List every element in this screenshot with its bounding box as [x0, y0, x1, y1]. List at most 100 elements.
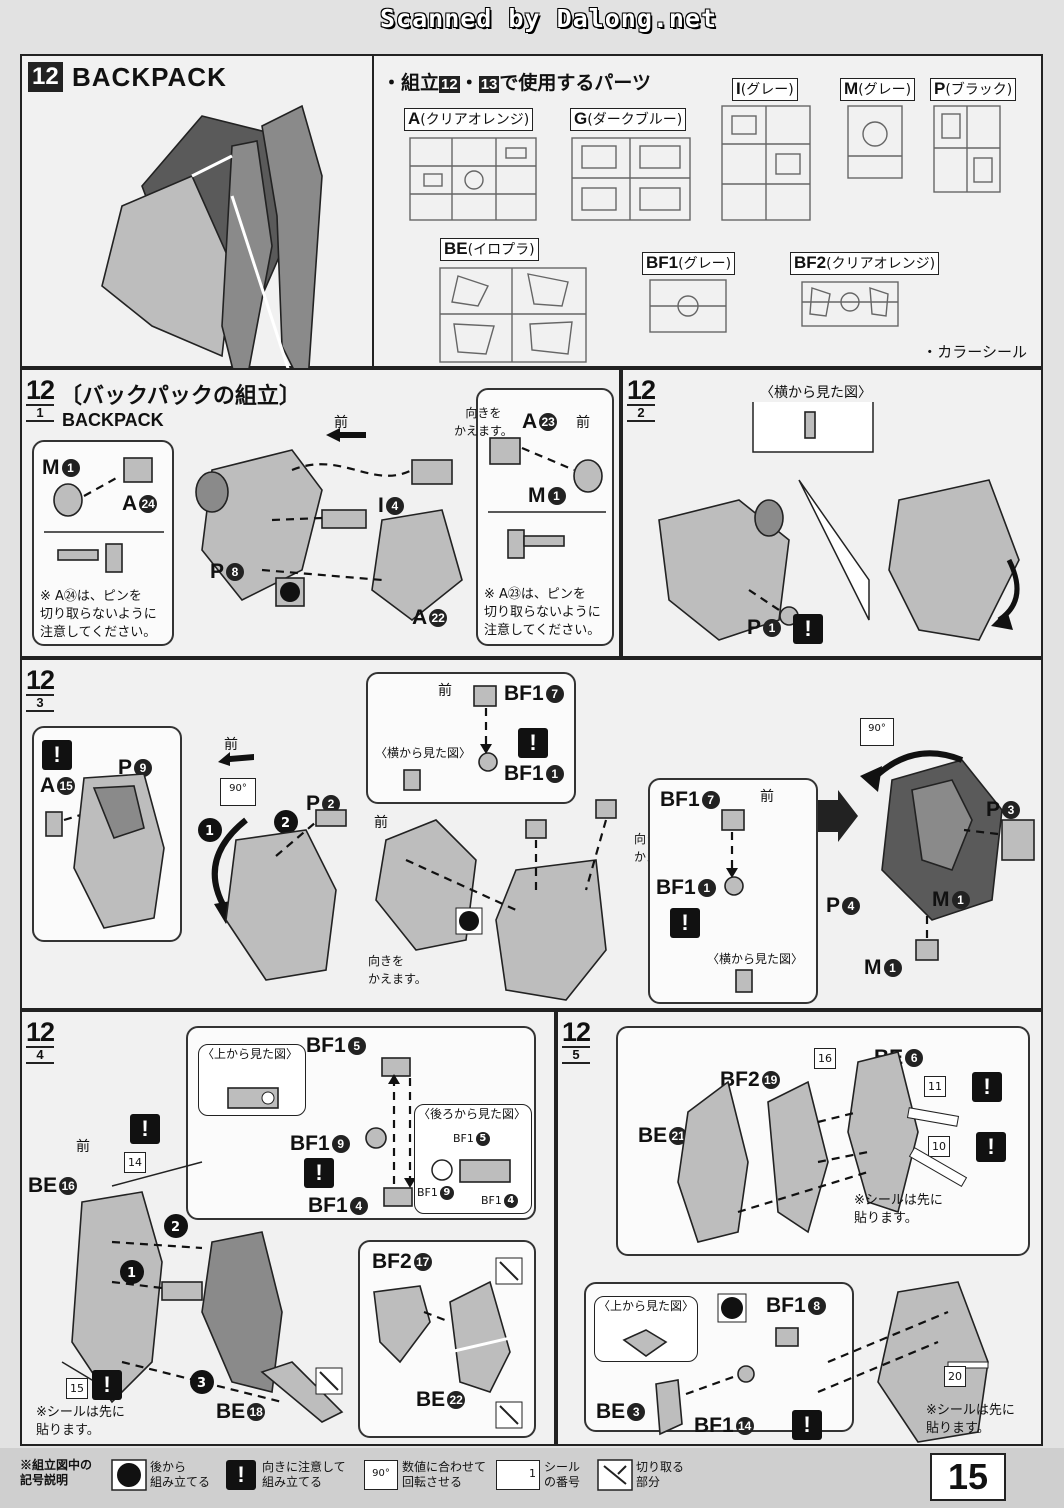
be16-assembly-drawing: 2 1 3 [61, 1161, 344, 1423]
step-12-1-subtitle: BACKPACK [62, 410, 164, 430]
rotate-icon: 90° [860, 718, 894, 746]
back-assembly-icon [717, 1293, 747, 1323]
bf1-be3-drawing [655, 1327, 799, 1436]
backpack-overview-panel: 12 BACKPACK [20, 54, 372, 407]
front-label: 前 [224, 737, 238, 753]
warning-icon: ! [304, 1158, 334, 1188]
sticker-10: 10 [928, 1136, 950, 1157]
back-view-drawing [431, 1159, 511, 1183]
backpack-illustration [101, 104, 323, 407]
step-title: BACKPACK [72, 62, 227, 92]
runner-be-drawing [439, 267, 587, 363]
be-fins-drawing [677, 1051, 968, 1243]
svg-text:1: 1 [205, 824, 214, 839]
side-view-label: 〈横から見た図〉 [375, 746, 472, 760]
legend-text-rotate: 数値に合わせて 回転させる [402, 1460, 487, 1489]
warning-icon: ! [792, 1410, 822, 1440]
side-view-label: 〈横から見た図〉 [707, 952, 804, 966]
runner-label-a: A(クリアオレンジ) [404, 108, 534, 131]
a23-m1-drawing [488, 437, 606, 559]
p2-assembly-drawing: 1 2 [198, 809, 347, 981]
runner-label-bf2: BF2(クリアオレンジ) [790, 252, 940, 275]
sticker-first-note-1: ※シールは先に 貼ります。 [854, 1193, 943, 1226]
step-ref-13: 13 [478, 76, 500, 93]
rotate-icon: 90° [220, 778, 256, 806]
runner-a-drawing [409, 137, 537, 221]
runner-label-g: G(ダークブルー) [570, 108, 687, 131]
front-label: 前 [760, 789, 774, 805]
legend-bar: ※組立図中の 記号説明 後から 組み立てる ! 向きに注意して 組み立てる 90… [0, 1448, 1064, 1508]
top-view-drawing [227, 1087, 279, 1109]
sticker-first-note: ※シールは先に 貼ります。 [36, 1405, 125, 1438]
front-arrow [326, 428, 366, 442]
svg-text:1: 1 [127, 1266, 136, 1281]
sticker-first-note-2: ※シールは先に 貼ります。 [926, 1403, 1015, 1436]
warning-icon: ! [92, 1370, 122, 1400]
side-view-frame [752, 402, 874, 453]
main-assembly-12-3 [375, 799, 617, 1001]
runner-g-drawing [571, 137, 691, 221]
warning-icon: ! [972, 1072, 1002, 1102]
rotate-icon: 90° [364, 1460, 398, 1490]
legend-title: ※組立図中の 記号説明 [20, 1458, 93, 1487]
cut-icon [597, 1459, 633, 1491]
page-number: 15 [930, 1453, 1006, 1501]
legend-text-back: 後から 組み立てる [150, 1460, 211, 1489]
scan-credit: Scanned by Dalong.net [380, 4, 718, 33]
sticker-icon: 1 [496, 1460, 540, 1490]
runner-label-m: M(グレー) [840, 78, 916, 101]
assembly-12-3-result [860, 750, 1035, 961]
top-view-callout: 〈上から見た図〉 [594, 1296, 698, 1362]
step-ref-12: 12 [439, 76, 460, 93]
be-final-drawing [817, 1281, 989, 1443]
turn-note: 向きを かえます。 [454, 406, 513, 438]
runner-p-drawing [933, 105, 1001, 193]
backpack-core-assembly [195, 449, 463, 622]
runner-i-drawing [721, 105, 811, 221]
assembly-12-2 [658, 479, 1020, 641]
front-label: 前 [76, 1139, 90, 1155]
warning-icon: ! [42, 740, 72, 770]
runner-label-be: BE(イロプラ) [440, 238, 539, 261]
svg-text:3: 3 [197, 1376, 206, 1391]
sticker-15: 15 [66, 1378, 88, 1399]
back-assembly-icon [111, 1459, 147, 1491]
a15-assembly-drawing [45, 773, 165, 929]
front-arrow [218, 752, 254, 766]
